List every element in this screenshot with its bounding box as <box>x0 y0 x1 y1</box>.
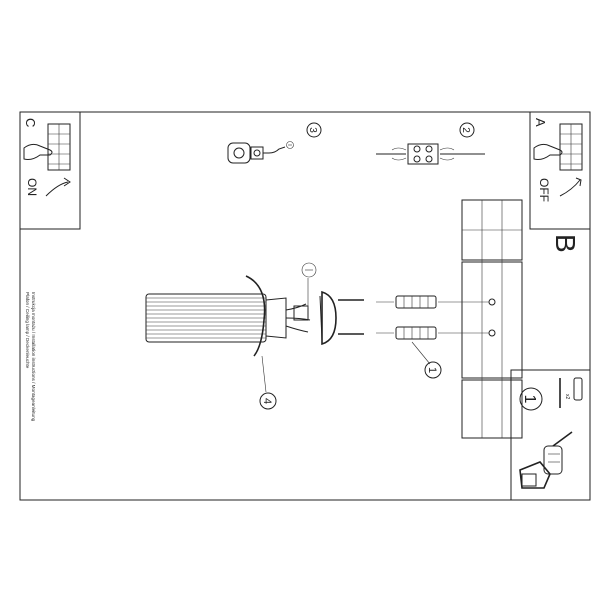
panel-c-terminal-icon <box>47 123 71 171</box>
panel-a-letter: A <box>533 118 548 127</box>
ground-symbol-icon <box>286 141 294 149</box>
lamp-cap <box>265 297 287 339</box>
step-2-badge <box>459 122 475 138</box>
panel-c-hand-icon <box>23 143 53 160</box>
terminal-block-icon <box>407 143 439 165</box>
step-3-badge <box>306 122 322 138</box>
step-1-plug-icon <box>573 377 583 401</box>
lamp-ground-symbol-icon <box>301 262 317 278</box>
panel-c-arrow-icon <box>45 181 69 197</box>
panel-a-hand-icon <box>533 143 563 160</box>
drill-icon <box>519 431 573 489</box>
ceiling-panels <box>438 199 523 439</box>
step-1-panel: 1 x2 <box>510 369 591 501</box>
step-1-panel-number: 1 <box>521 395 538 404</box>
step-3-ground-detail: 3 <box>227 122 322 164</box>
lamp-body <box>145 293 267 343</box>
panel-a: A OFF <box>529 111 591 230</box>
step-4-number: 4 <box>261 398 273 404</box>
lamp-mounting-ring <box>245 275 266 357</box>
step-1-panel-frame <box>510 369 591 501</box>
panel-c: C ON <box>19 111 81 230</box>
panel-c-letter: C <box>23 118 38 127</box>
lamp-terminal-block <box>293 305 309 321</box>
panel-c-frame <box>19 111 81 230</box>
caption-line-2: Plafon / Ceiling lamp / Deckenleuchte <box>25 292 30 369</box>
ceiling-hole-bottom <box>488 329 496 337</box>
step-3-number: 3 <box>307 127 318 133</box>
panel-a-frame <box>529 111 591 230</box>
mounting-bracket <box>321 290 337 346</box>
panel-a-terminal-icon <box>559 123 583 171</box>
ground-screw-block-icon <box>250 146 264 160</box>
ground-plate-icon <box>227 142 251 164</box>
lamp-wires <box>285 303 311 333</box>
panel-a-arrow-icon <box>559 179 581 197</box>
step-1-number: 1 <box>426 367 438 373</box>
ceiling-hole-top <box>488 298 496 306</box>
step-1-quantity: x2 <box>564 394 570 400</box>
caption-line-1: Instrukcja montażu / Installation instru… <box>31 292 36 422</box>
panel-a-switch-text: OFF <box>537 178 551 202</box>
step-1-badge <box>424 361 442 379</box>
step-2-connector-detail: 2 <box>376 122 485 165</box>
panel-b-letter: B <box>550 234 581 253</box>
step-4-badge <box>259 392 277 410</box>
panel-c-switch-text: ON <box>25 178 39 196</box>
sheet-frame <box>19 111 591 501</box>
ground-wire <box>263 146 286 154</box>
wall-plug-top <box>395 295 437 309</box>
step-2-number: 2 <box>460 127 471 133</box>
ground-hole-icon <box>233 147 245 159</box>
wall-plug-bottom <box>395 326 437 340</box>
step-1-panel-badge <box>519 387 543 411</box>
